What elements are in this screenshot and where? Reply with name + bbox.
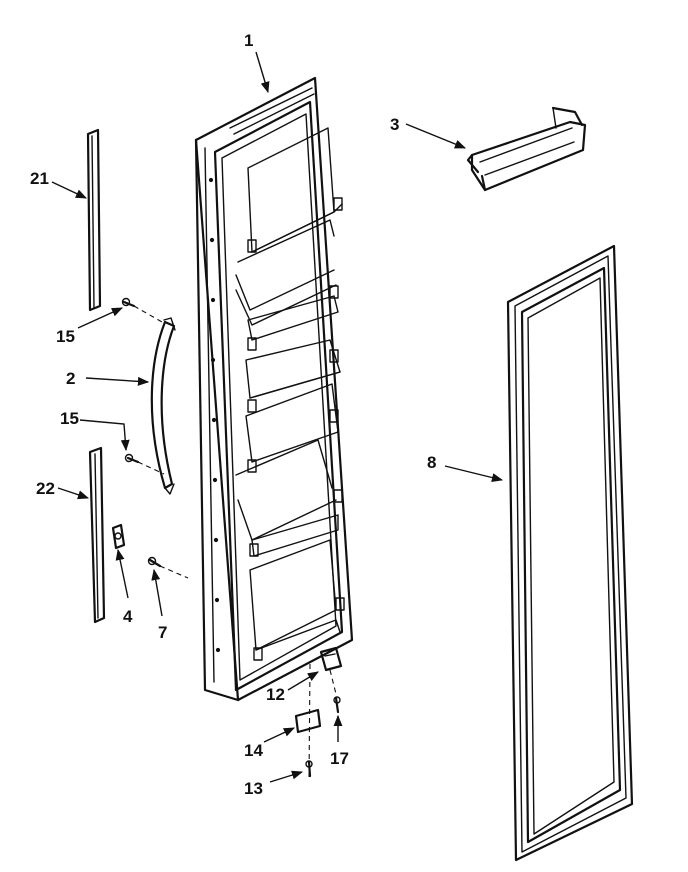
callout-8: 8 xyxy=(427,453,436,472)
door-gasket xyxy=(506,244,634,862)
door-side-fasteners xyxy=(208,177,221,653)
callout-3: 3 xyxy=(390,115,399,134)
hinge-bracket-upper xyxy=(319,646,343,672)
freezer-door-panel xyxy=(194,76,354,702)
callout-labels: 1 3 8 21 15 2 15 22 4 7 12 14 13 17 xyxy=(30,31,436,798)
retaining-clip xyxy=(111,523,126,550)
callout-17: 17 xyxy=(330,749,349,768)
door-bin xyxy=(466,106,587,192)
handle-screw-upper xyxy=(121,297,163,323)
hinge-bracket-lower xyxy=(294,708,322,734)
callout-1: 1 xyxy=(244,31,253,50)
door-handle xyxy=(150,317,176,495)
callout-13: 13 xyxy=(244,779,263,798)
callout-4: 4 xyxy=(123,607,133,626)
callout-7: 7 xyxy=(158,623,167,642)
callout-leaders xyxy=(51,51,504,783)
handle-screws xyxy=(121,297,165,475)
door-shelves xyxy=(235,127,345,661)
callout-15-lower: 15 xyxy=(60,409,79,428)
upper-trim-strip xyxy=(86,128,102,312)
door-plug xyxy=(147,556,189,579)
hinge-screw-13 xyxy=(305,760,313,778)
hinge-hardware xyxy=(294,646,343,781)
callout-2: 2 xyxy=(66,369,75,388)
handle-screw-lower xyxy=(124,453,165,475)
callout-14: 14 xyxy=(244,741,263,760)
callout-21: 21 xyxy=(30,169,49,188)
callout-15-upper: 15 xyxy=(56,327,75,346)
callout-22: 22 xyxy=(36,479,55,498)
lower-trim-strip xyxy=(88,446,106,624)
hinge-screw-17 xyxy=(333,696,341,714)
callout-12: 12 xyxy=(266,685,285,704)
